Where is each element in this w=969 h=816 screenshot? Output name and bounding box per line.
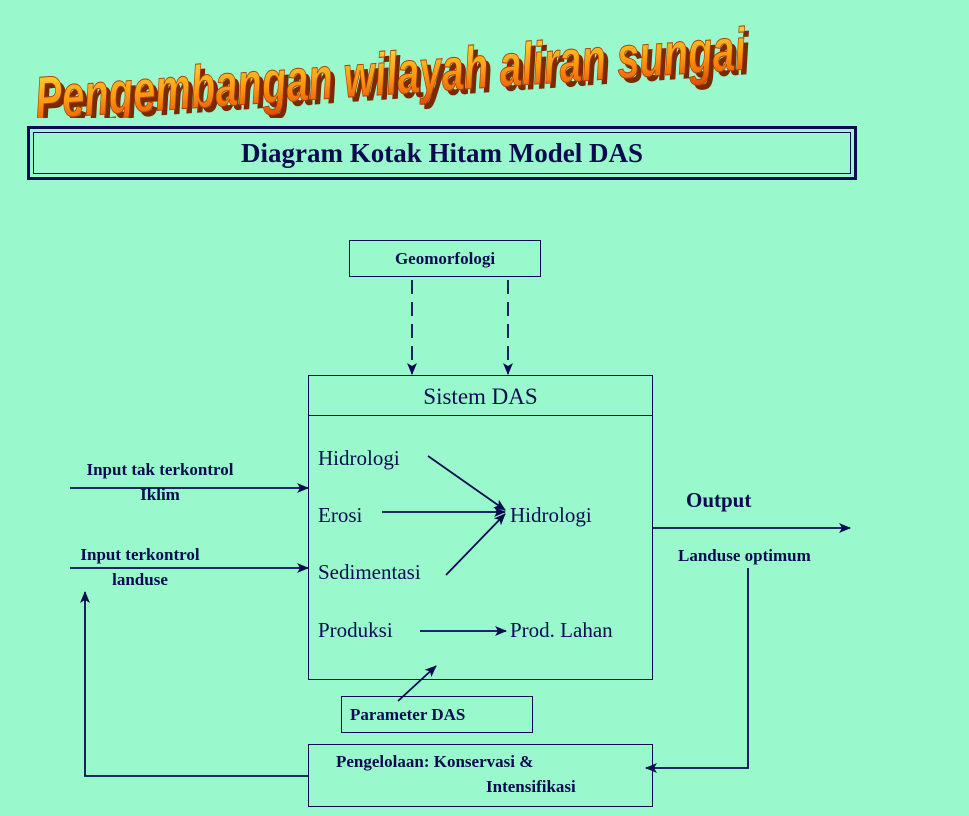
input-tak-terkontrol-label: Input tak terkontrol [86,460,234,479]
input-terkontrol-label: Input terkontrol [80,545,200,564]
output-prod-lahan: Prod. Lahan [510,618,613,642]
item-hidrologi: Hidrologi [318,446,400,470]
pengelolaan-box [308,744,653,807]
subtitle-frame [27,126,857,180]
item-erosi: Erosi [318,503,363,527]
parameter-das-box [341,696,533,733]
geomorfologi-label: Geomorfologi [394,249,496,268]
item-sedimentasi: Sedimentasi [318,560,421,584]
diagram-subtitle: Diagram Kotak Hitam Model DAS [241,138,643,168]
pengelolaan-line2: Intensifikasi [486,777,576,796]
parameter-das-label: Parameter DAS [350,705,466,724]
parameter-das-arrow [397,665,437,702]
output-hidrologi: Hidrologi [510,503,592,527]
feedback-to-pengelolaan-arrow [645,568,749,773]
sistem-das-box [308,375,653,680]
output-label: Output [686,488,752,512]
hidrologi-to-hidrologi-arrow [427,455,506,511]
pengelolaan-line1: Pengelolaan: Konservasi & [336,752,534,771]
item-produksi: Produksi [318,618,393,642]
feedback-to-input-arrow [80,591,308,777]
input-tak-terkontrol-sub: Iklim [140,485,180,504]
sistem-das-header: Sistem DAS [423,384,538,409]
page-title-wordart: Pengembangan wilayah aliran sungai Penge… [32,15,753,118]
sedimentasi-to-hidrologi-arrow [445,513,506,576]
output-value: Landuse optimum [678,546,811,565]
input-terkontrol-sub: landuse [112,570,168,589]
sistem-das-header-divider [308,415,653,416]
geomorfologi-box [349,240,541,277]
